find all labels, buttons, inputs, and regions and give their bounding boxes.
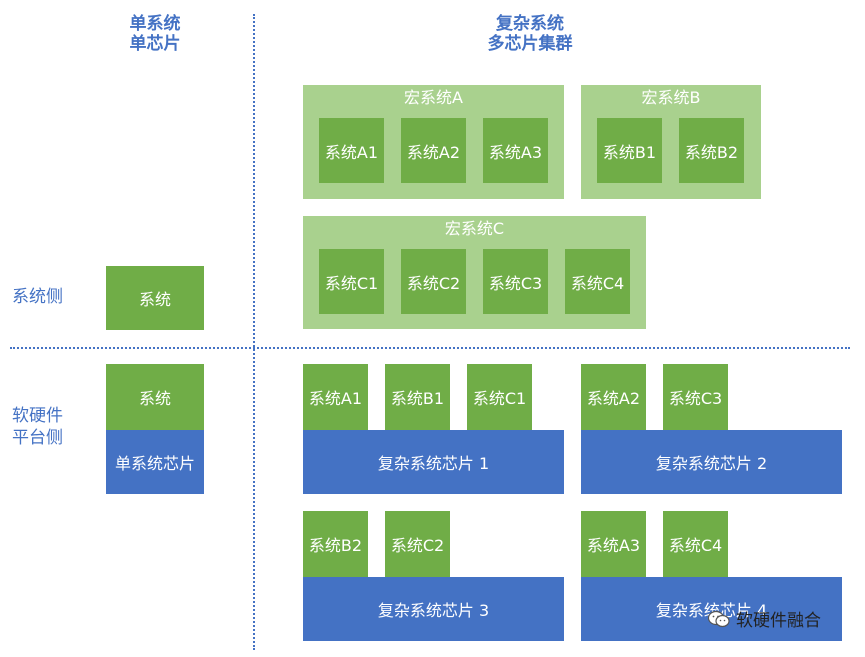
chip4-system-c4: 系统C4 [663,511,728,577]
vertical-divider [253,14,255,650]
single-system-header: 单系统 单芯片 [104,14,206,54]
chip1-system-b1: 系统B1 [385,364,450,430]
complex-chip-1: 复杂系统芯片 1 [303,430,564,494]
macro-system-b: 宏系统B 系统B1 系统B2 [581,85,761,199]
single-system-box: 系统 [106,266,204,330]
chip2-system-c3: 系统C3 [663,364,728,430]
chip3-system-c2: 系统C2 [385,511,450,577]
chip1-system-a1: 系统A1 [303,364,368,430]
wechat-icon [708,610,730,627]
system-c3-box: 系统C3 [483,249,548,314]
platform-side-label: 软硬件 平台侧 [12,405,63,449]
watermark-text: 软硬件融合 [736,611,821,631]
single-system-platform-box: 系统 [106,364,204,430]
complex-chip-2: 复杂系统芯片 2 [581,430,842,494]
chip3-system-b2: 系统B2 [303,511,368,577]
system-a1-box: 系统A1 [319,118,384,183]
system-c1-box: 系统C1 [319,249,384,314]
macro-system-c-title: 宏系统C [444,219,505,238]
single-system-chip: 单系统芯片 [106,430,204,494]
system-b1-box: 系统B1 [597,118,662,183]
watermark: 软硬件融合 [708,606,821,631]
platform-side-label-line1: 软硬件 [12,406,63,426]
system-side-label: 系统侧 [12,287,63,307]
system-a3-box: 系统A3 [483,118,548,183]
macro-system-b-title: 宏系统B [641,88,701,107]
complex-chip-3: 复杂系统芯片 3 [303,577,564,641]
horizontal-divider [10,347,850,349]
chip2-system-a2: 系统A2 [581,364,646,430]
system-c2-box: 系统C2 [401,249,466,314]
macro-system-a: 宏系统A 系统A1 系统A2 系统A3 [303,85,564,199]
platform-side-label-line2: 平台侧 [12,428,63,448]
single-system-header-line1: 单系统 [129,14,181,34]
system-b2-box: 系统B2 [679,118,744,183]
chip4-system-a3: 系统A3 [581,511,646,577]
system-c4-box: 系统C4 [565,249,630,314]
macro-system-c: 宏系统C 系统C1 系统C2 系统C3 系统C4 [303,216,646,329]
complex-system-header: 复杂系统 多芯片集群 [450,14,610,54]
chip1-system-c1: 系统C1 [467,364,532,430]
single-system-header-line2: 单芯片 [129,34,181,54]
complex-system-header-line1: 复杂系统 [496,14,564,34]
macro-system-a-title: 宏系统A [404,88,463,107]
complex-chip-4: 复杂系统芯片 4 [581,577,842,641]
complex-system-header-line2: 多芯片集群 [487,34,573,54]
system-a2-box: 系统A2 [401,118,466,183]
